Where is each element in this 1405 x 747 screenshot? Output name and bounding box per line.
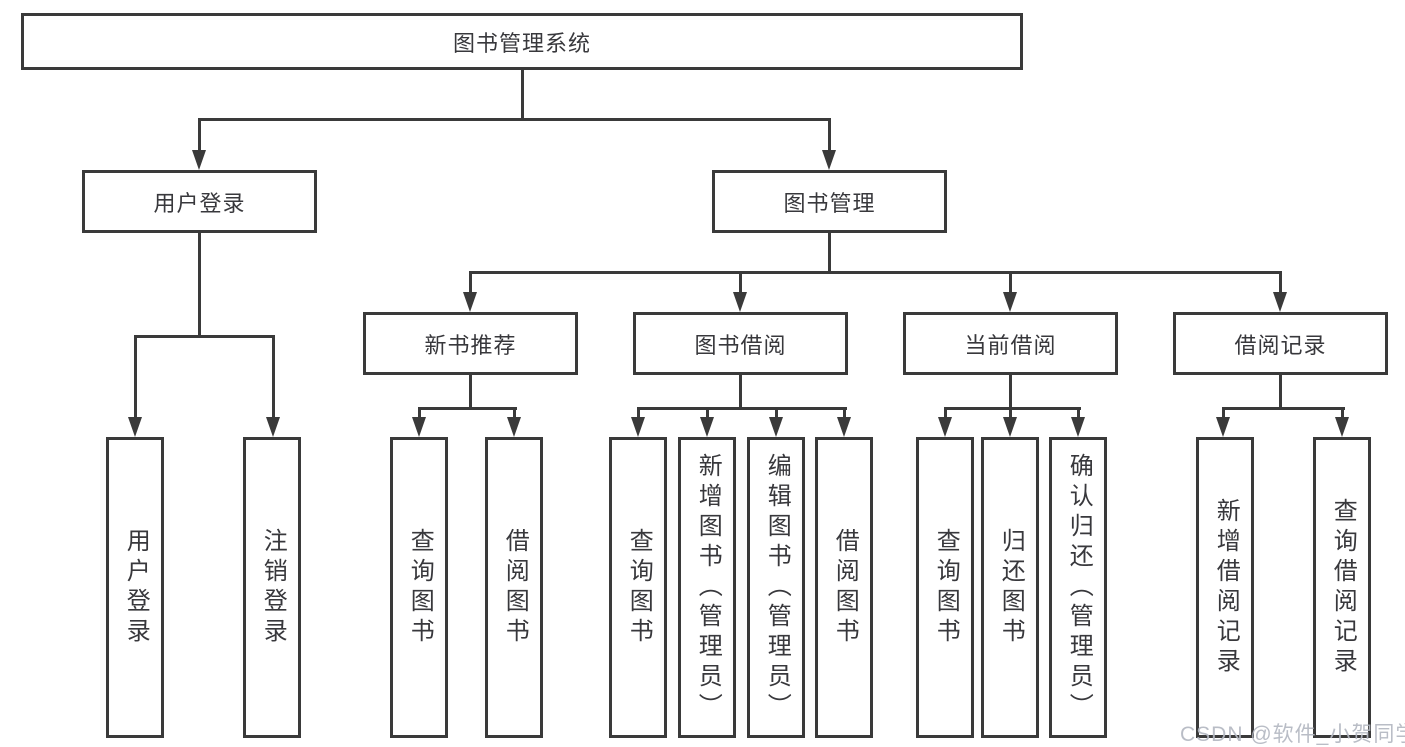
leaf-cb-confirm-return-admin: 确认归还（管理员） bbox=[1049, 437, 1107, 738]
node-user-login: 用户登录 bbox=[82, 170, 317, 233]
connector-borrow-records-trunk bbox=[1278, 373, 1282, 408]
connector-stem-new-books bbox=[468, 270, 472, 295]
leaf-bb-edit-books-admin-label: 编辑图书（管理员） bbox=[763, 452, 791, 723]
connector-stem-login bbox=[133, 334, 137, 420]
connector-stem-bb-query bbox=[636, 406, 640, 420]
connector-book-mgmt-branch bbox=[468, 270, 1282, 274]
node-library-system: 图书管理系统 bbox=[21, 13, 1023, 70]
leaf-nb-query-books-label: 查询图书 bbox=[406, 527, 434, 648]
connector-stem-rec-add bbox=[1221, 406, 1225, 420]
leaf-nb-query-books: 查询图书 bbox=[390, 437, 448, 738]
leaf-rec-add-record-label: 新增借阅记录 bbox=[1212, 497, 1240, 678]
leaf-cb-query-books-label: 查询图书 bbox=[932, 527, 960, 648]
connector-current-borrow-trunk bbox=[1008, 373, 1012, 408]
leaf-user-login-label: 用户登录 bbox=[122, 527, 150, 648]
arrow-down-icon bbox=[192, 150, 206, 170]
leaf-bb-add-books-admin-label: 新增图书（管理员） bbox=[694, 452, 722, 723]
arrow-down-icon bbox=[463, 292, 477, 312]
leaf-logout: 注销登录 bbox=[243, 437, 301, 738]
node-new-book-recommend: 新书推荐 bbox=[363, 312, 578, 375]
arrow-down-icon bbox=[1335, 417, 1349, 437]
connector-new-books-branch bbox=[417, 406, 517, 410]
connector-stem-logout bbox=[271, 334, 275, 420]
arrow-down-icon bbox=[837, 417, 851, 437]
node-library-system-label: 图书管理系统 bbox=[452, 30, 591, 56]
connector-stem-cb-return bbox=[1008, 406, 1012, 420]
connector-user-login-branch bbox=[133, 334, 275, 338]
leaf-bb-query-books: 查询图书 bbox=[609, 437, 667, 738]
connector-book-borrow-trunk bbox=[738, 373, 742, 408]
arrow-down-icon bbox=[700, 417, 714, 437]
connector-stem-nb-borrow bbox=[512, 406, 516, 420]
connector-stem-bb-edit bbox=[774, 406, 778, 420]
arrow-down-icon bbox=[769, 417, 783, 437]
connector-book-mgmt-trunk bbox=[827, 231, 831, 272]
arrow-down-icon bbox=[1003, 292, 1017, 312]
leaf-cb-confirm-return-admin-label: 确认归还（管理员） bbox=[1065, 452, 1093, 723]
arrow-down-icon bbox=[266, 417, 280, 437]
node-new-book-recommend-label: 新书推荐 bbox=[424, 332, 517, 358]
connector-stem-bb-add bbox=[705, 406, 709, 420]
node-book-borrowing-label: 图书借阅 bbox=[694, 332, 787, 358]
arrow-down-icon bbox=[507, 417, 521, 437]
leaf-rec-query-record: 查询借阅记录 bbox=[1313, 437, 1371, 738]
connector-stem-borrow-records bbox=[1278, 270, 1282, 295]
node-current-borrowing: 当前借阅 bbox=[903, 312, 1118, 375]
connector-stem-current-borrow bbox=[1008, 270, 1012, 295]
connector-new-books-trunk bbox=[468, 373, 472, 408]
arrow-down-icon bbox=[1071, 417, 1085, 437]
leaf-bb-borrow-books: 借阅图书 bbox=[815, 437, 873, 738]
csdn-watermark: CSDN @软件_小贺同学 bbox=[1180, 723, 1405, 746]
leaf-cb-return-books-label: 归还图书 bbox=[997, 527, 1025, 648]
connector-stem-cb-confirm bbox=[1076, 406, 1080, 420]
arrow-down-icon bbox=[822, 150, 836, 170]
node-current-borrowing-label: 当前借阅 bbox=[964, 332, 1057, 358]
connector-stem-rec-query bbox=[1340, 406, 1344, 420]
leaf-cb-return-books: 归还图书 bbox=[981, 437, 1039, 738]
arrow-down-icon bbox=[1216, 417, 1230, 437]
connector-root-branch bbox=[197, 117, 831, 121]
arrow-down-icon bbox=[631, 417, 645, 437]
node-book-management-label: 图书管理 bbox=[783, 190, 876, 216]
leaf-rec-add-record: 新增借阅记录 bbox=[1196, 437, 1254, 738]
connector-stem-book-mgmt bbox=[827, 117, 831, 153]
node-borrowing-records-label: 借阅记录 bbox=[1234, 332, 1327, 358]
node-borrowing-records: 借阅记录 bbox=[1173, 312, 1388, 375]
leaf-nb-borrow-books: 借阅图书 bbox=[485, 437, 543, 738]
arrow-down-icon bbox=[412, 417, 426, 437]
arrow-down-icon bbox=[733, 292, 747, 312]
node-book-borrowing: 图书借阅 bbox=[633, 312, 848, 375]
connector-stem-cb-query bbox=[943, 406, 947, 420]
connector-book-borrow-branch bbox=[636, 406, 847, 410]
leaf-user-login: 用户登录 bbox=[106, 437, 164, 738]
leaf-nb-borrow-books-label: 借阅图书 bbox=[501, 527, 529, 648]
connector-stem-bb-borrow bbox=[842, 406, 846, 420]
leaf-bb-edit-books-admin: 编辑图书（管理员） bbox=[747, 437, 805, 738]
connector-stem-nb-query bbox=[417, 406, 421, 420]
node-book-management: 图书管理 bbox=[712, 170, 947, 233]
connector-borrow-records-branch bbox=[1221, 406, 1345, 410]
connector-user-login-trunk bbox=[197, 231, 201, 336]
arrow-down-icon bbox=[938, 417, 952, 437]
leaf-bb-borrow-books-label: 借阅图书 bbox=[831, 527, 859, 648]
leaf-rec-query-record-label: 查询借阅记录 bbox=[1329, 497, 1357, 678]
connector-stem-user-login bbox=[197, 117, 201, 153]
leaf-cb-query-books: 查询图书 bbox=[916, 437, 974, 738]
node-user-login-label: 用户登录 bbox=[153, 190, 246, 216]
connector-stem-book-borrow bbox=[738, 270, 742, 295]
arrow-down-icon bbox=[1273, 292, 1287, 312]
arrow-down-icon bbox=[1003, 417, 1017, 437]
connector-root-trunk bbox=[520, 68, 524, 119]
arrow-down-icon bbox=[128, 417, 142, 437]
leaf-bb-add-books-admin: 新增图书（管理员） bbox=[678, 437, 736, 738]
leaf-bb-query-books-label: 查询图书 bbox=[625, 527, 653, 648]
connector-current-borrow-branch bbox=[943, 406, 1081, 410]
leaf-logout-label: 注销登录 bbox=[259, 527, 287, 648]
